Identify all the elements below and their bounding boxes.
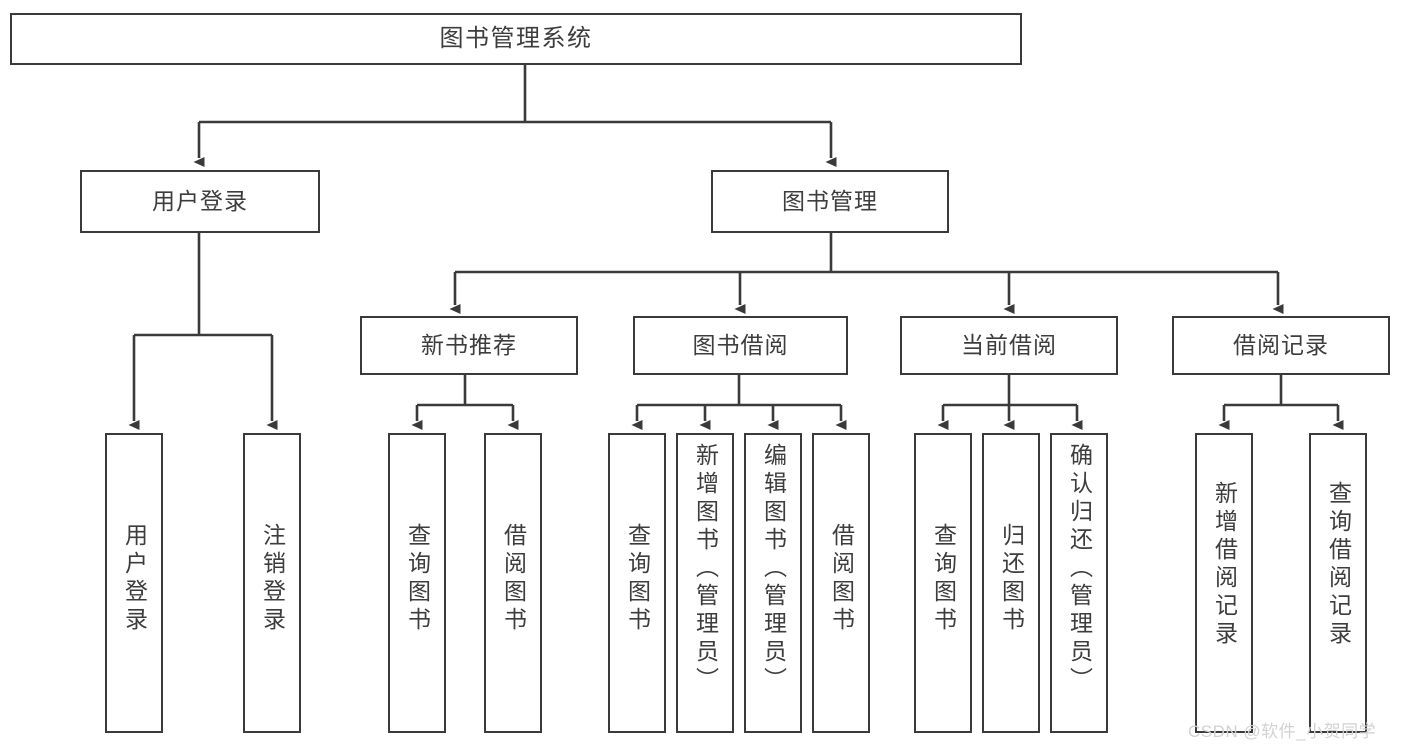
node-label: 编辑图书（管理员）	[760, 443, 787, 695]
leaf-new-book-borrow-book[interactable]: 借阅图书	[484, 433, 542, 733]
node-label: 新增借阅记录	[1211, 481, 1238, 649]
node-book-management[interactable]: 图书管理	[711, 170, 949, 233]
leaf-user-login-logout[interactable]: 注销登录	[243, 433, 301, 733]
leaf-borrow-record-query-record[interactable]: 查询借阅记录	[1309, 433, 1367, 733]
node-current-borrow[interactable]: 当前借阅	[900, 316, 1118, 375]
node-label: 查询图书	[624, 523, 651, 635]
node-label: 当前借阅	[961, 331, 1057, 358]
node-new-book-recommend[interactable]: 新书推荐	[360, 316, 578, 375]
node-label: 图书管理系统	[439, 24, 593, 52]
node-label: 借阅图书	[828, 523, 855, 635]
leaf-book-borrow-edit-book-admin[interactable]: 编辑图书（管理员）	[744, 433, 802, 733]
node-label: 确认归还（管理员）	[1066, 443, 1093, 695]
node-root-book-management-system[interactable]: 图书管理系统	[10, 13, 1022, 65]
node-user-login[interactable]: 用户登录	[80, 170, 320, 233]
node-label: 查询图书	[930, 523, 957, 635]
csdn-watermark: CSDN @软件_小贺同学	[1188, 722, 1377, 741]
leaf-current-borrow-confirm-return-admin[interactable]: 确认归还（管理员）	[1050, 433, 1108, 733]
node-label: 借阅记录	[1233, 331, 1329, 358]
leaf-current-borrow-query-book[interactable]: 查询图书	[914, 433, 972, 733]
leaf-book-borrow-borrow-book[interactable]: 借阅图书	[812, 433, 870, 733]
node-label: 归还图书	[998, 523, 1025, 635]
leaf-book-borrow-query-book[interactable]: 查询图书	[608, 433, 666, 733]
leaf-book-borrow-add-book-admin[interactable]: 新增图书（管理员）	[676, 433, 734, 733]
node-book-borrow[interactable]: 图书借阅	[633, 316, 848, 375]
leaf-current-borrow-return-book[interactable]: 归还图书	[982, 433, 1040, 733]
leaf-borrow-record-add-record[interactable]: 新增借阅记录	[1195, 433, 1253, 733]
node-label: 新书推荐	[421, 331, 517, 358]
node-borrow-record[interactable]: 借阅记录	[1172, 316, 1390, 375]
node-label: 图书管理	[782, 187, 878, 214]
node-label: 用户登录	[121, 523, 148, 635]
node-label: 用户登录	[152, 187, 248, 214]
node-label: 图书借阅	[692, 331, 789, 358]
node-label: 借阅图书	[500, 523, 527, 635]
leaf-user-login-login[interactable]: 用户登录	[105, 433, 163, 733]
node-label: 新增图书（管理员）	[692, 443, 719, 695]
node-label: 查询借阅记录	[1325, 481, 1352, 649]
node-label: 查询图书	[404, 523, 431, 635]
node-label: 注销登录	[259, 523, 286, 635]
leaf-new-book-query-book[interactable]: 查询图书	[388, 433, 446, 733]
